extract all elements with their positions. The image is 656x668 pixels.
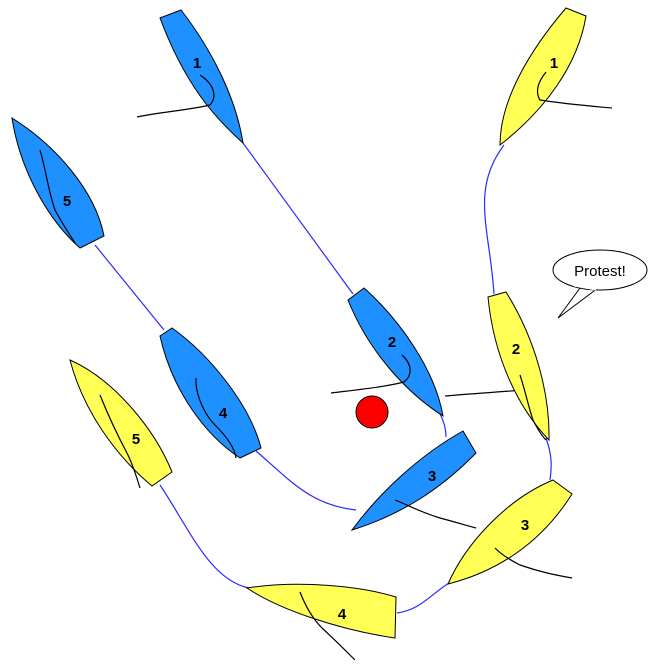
yellow-boat-2-label: 2: [512, 341, 520, 358]
yellow-track: [159, 144, 552, 614]
protest-speech-bubble: Protest!: [552, 249, 648, 319]
blue-track: [94, 142, 447, 511]
blue-boat-4: 4: [159, 327, 262, 459]
blue-boat-1: 1: [136, 9, 244, 145]
yellow-boat-1-label: 1: [550, 55, 558, 72]
blue-boat-3: 3: [350, 430, 477, 531]
yellow-boat-5-label: 5: [132, 431, 140, 448]
yellow-boat-4: 4: [245, 583, 397, 661]
blue-boat-1-label: 1: [193, 55, 201, 72]
blue-boat-3-label: 3: [428, 468, 436, 485]
blue-boat-4-label: 4: [219, 405, 228, 422]
yellow-boat-3: 3: [447, 479, 573, 585]
blue-boat-5: 5: [11, 116, 105, 249]
protest-text: Protest!: [574, 263, 626, 280]
yellow-boat-5: 5: [69, 359, 173, 489]
blue-boat-2-label: 2: [388, 334, 396, 351]
yellow-boat-2: 2: [487, 291, 550, 442]
yellow-boat-4-label: 4: [338, 606, 347, 623]
blue-boat-5-label: 5: [63, 193, 71, 210]
yellow-boat-1: 1: [499, 7, 613, 147]
yellow-boat-3-label: 3: [521, 517, 529, 534]
red-circle-mark: [355, 395, 389, 429]
